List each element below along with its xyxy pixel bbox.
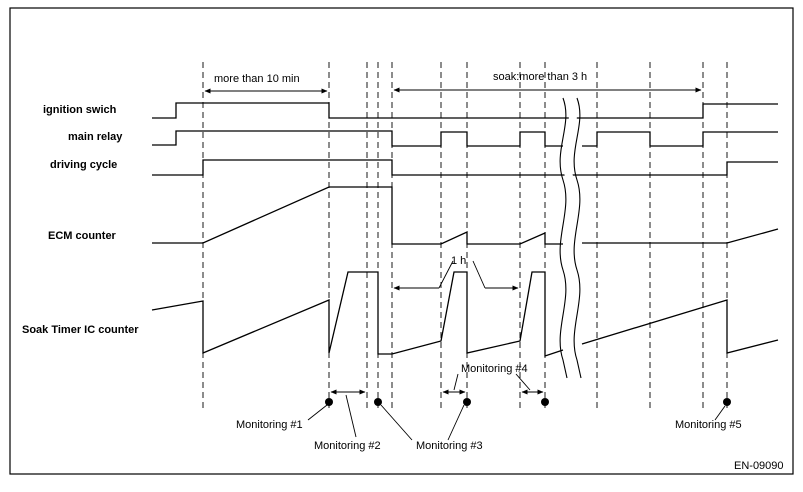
monitoring-3-label: Monitoring #3 (416, 440, 483, 452)
annotation-1h: 1 h (393, 255, 519, 291)
soak-timer-waveform (151, 271, 564, 357)
monitoring-4-label: Monitoring #4 (461, 363, 528, 375)
diagram-border (9, 7, 794, 475)
monitoring-dot-3b (463, 398, 471, 406)
monitoring-5-label: Monitoring #5 (675, 419, 742, 431)
main-relay-waveform-after-break (582, 131, 778, 147)
ignition-waveform (152, 102, 778, 119)
main-relay-label: main relay (68, 131, 123, 143)
monitoring-1-label: Monitoring #1 (236, 419, 303, 431)
ecm-counter-waveform (152, 186, 563, 245)
one-hour-label: 1 h (451, 255, 466, 267)
ecm-counter-label: ECM counter (48, 230, 117, 242)
time-break-symbol (559, 96, 582, 379)
main-relay-waveform (152, 130, 563, 147)
monitoring-dot-4 (541, 398, 549, 406)
figure-code: EN-09090 (734, 460, 784, 472)
driving-cycle-waveform (152, 159, 778, 176)
monitoring-dot-3 (374, 398, 382, 406)
annotation-soak: soak:more than 3 h (393, 71, 702, 93)
soak-timer-waveform-after-break (581, 299, 779, 354)
annotation-10min: more than 10 min (204, 73, 328, 94)
soak-more-than-3h-label: soak:more than 3 h (493, 71, 587, 83)
soak-timer-label: Soak Timer IC counter (22, 324, 139, 336)
driving-cycle-label: driving cycle (50, 159, 117, 171)
monitoring-points (325, 398, 731, 406)
monitoring-dot-5 (723, 398, 731, 406)
monitoring-leaders (307, 373, 726, 441)
ecm-counter-waveform-after-break (582, 228, 779, 244)
ignition-label: ignition swich (43, 104, 117, 116)
monitoring-2-label: Monitoring #2 (314, 440, 381, 452)
more-than-10min-label: more than 10 min (214, 73, 300, 85)
reference-lines (202, 62, 728, 410)
monitoring-dot-1 (325, 398, 333, 406)
